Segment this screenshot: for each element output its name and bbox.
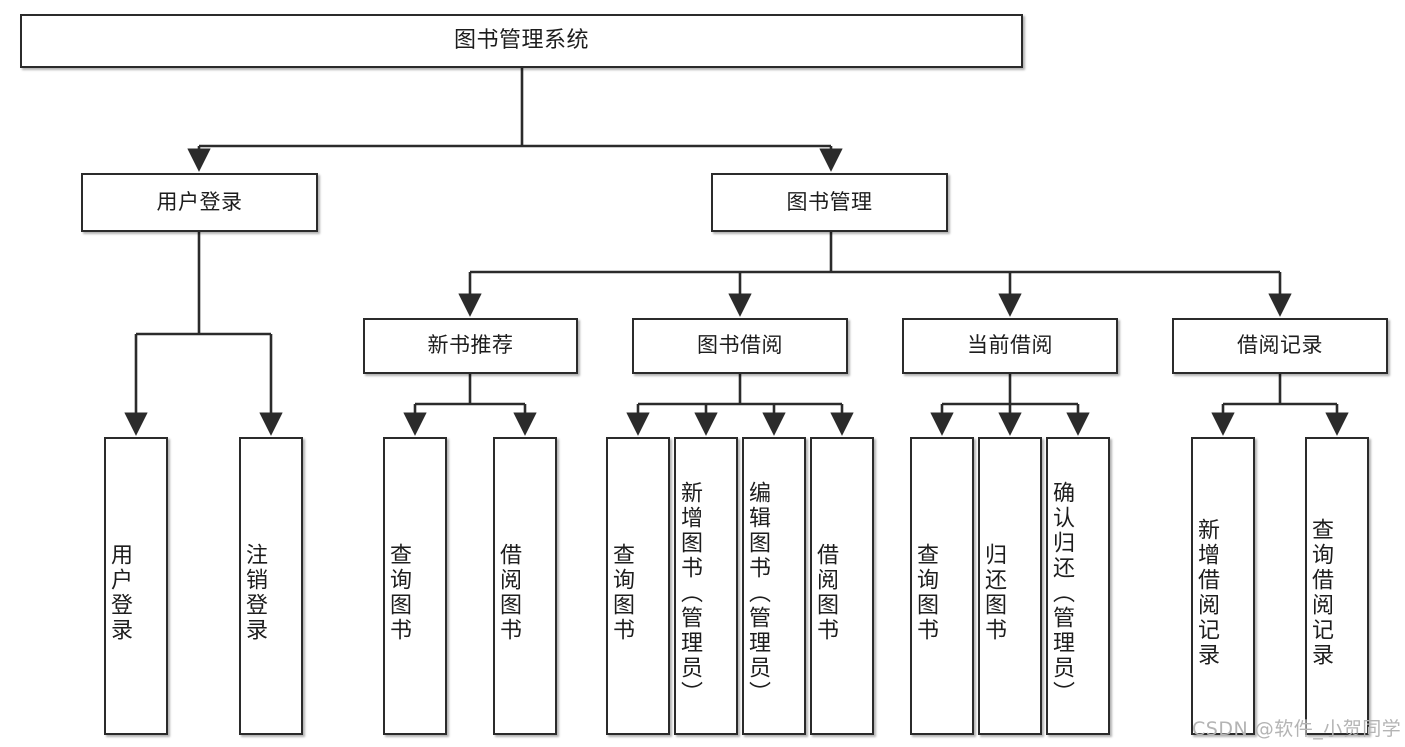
- node-leaf-add-book[interactable]: 新增图书（管理员）: [674, 437, 738, 735]
- node-label: 新增借阅记录: [1193, 518, 1219, 668]
- node-label: 借阅图书: [495, 543, 521, 643]
- node-leaf-borrow-book-2[interactable]: 借阅图书: [810, 437, 874, 735]
- node-leaf-edit-book[interactable]: 编辑图书（管理员）: [742, 437, 806, 735]
- node-label: 借阅记录: [1237, 333, 1323, 358]
- node-leaf-query-book-1[interactable]: 查询图书: [383, 437, 447, 735]
- node-label: 确认归还（管理员）: [1048, 480, 1074, 706]
- node-leaf-user-logout[interactable]: 注销登录: [239, 437, 303, 735]
- node-book-management[interactable]: 图书管理: [711, 173, 948, 232]
- node-root-book-management-system[interactable]: 图书管理系统: [20, 14, 1023, 68]
- node-label: 图书管理: [786, 189, 873, 214]
- node-label: 归还图书: [980, 543, 1006, 643]
- node-label: 当前借阅: [967, 333, 1053, 358]
- node-label: 图书借阅: [697, 333, 783, 358]
- node-label: 查询图书: [385, 543, 411, 643]
- node-label: 查询图书: [912, 543, 938, 643]
- csdn-watermark: CSDN @软件_小贺同学: [1192, 718, 1402, 740]
- node-label: 新书推荐: [427, 333, 514, 358]
- node-leaf-add-record[interactable]: 新增借阅记录: [1191, 437, 1255, 735]
- node-label: 查询图书: [608, 543, 634, 643]
- node-label: 用户登录: [106, 543, 132, 643]
- node-book-borrow[interactable]: 图书借阅: [632, 318, 848, 374]
- node-leaf-user-login[interactable]: 用户登录: [104, 437, 168, 735]
- node-borrow-record[interactable]: 借阅记录: [1172, 318, 1388, 374]
- node-label: 图书管理系统: [453, 27, 589, 53]
- node-label: 编辑图书（管理员）: [744, 480, 770, 706]
- node-leaf-query-book-3[interactable]: 查询图书: [910, 437, 974, 735]
- node-leaf-return-book[interactable]: 归还图书: [978, 437, 1042, 735]
- node-leaf-confirm-return[interactable]: 确认归还（管理员）: [1046, 437, 1110, 735]
- node-leaf-query-book-2[interactable]: 查询图书: [606, 437, 670, 735]
- node-leaf-borrow-book-1[interactable]: 借阅图书: [493, 437, 557, 735]
- node-leaf-query-record[interactable]: 查询借阅记录: [1305, 437, 1369, 735]
- node-label: 查询借阅记录: [1307, 518, 1333, 668]
- node-user-login[interactable]: 用户登录: [81, 173, 318, 232]
- node-label: 借阅图书: [812, 543, 838, 643]
- node-new-book-recommend[interactable]: 新书推荐: [363, 318, 578, 374]
- node-current-borrow[interactable]: 当前借阅: [902, 318, 1118, 374]
- node-label: 注销登录: [241, 543, 267, 643]
- node-label: 用户登录: [156, 189, 243, 214]
- node-label: 新增图书（管理员）: [676, 480, 702, 706]
